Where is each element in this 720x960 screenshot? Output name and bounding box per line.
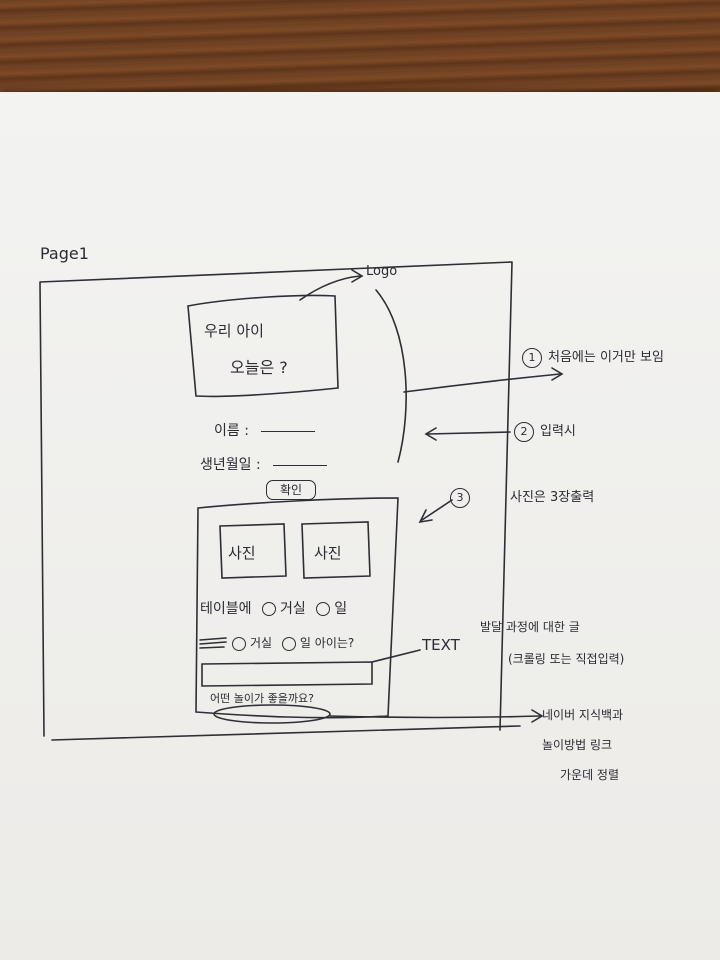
name-row: 이름 : <box>214 420 316 440</box>
name-label: 이름 : <box>214 423 249 439</box>
note-3-text: 사진은 3장출력 <box>510 490 595 505</box>
note-3-number: 3 <box>450 488 470 508</box>
birth-input[interactable] <box>273 464 328 466</box>
note-2-number: 2 <box>514 422 534 442</box>
note-1-text: 처음에는 이거만 보임 <box>548 350 664 365</box>
note-text-label: TEXT <box>422 636 460 654</box>
note-link-line-2: 놀이방법 링크 <box>542 738 613 752</box>
wooden-desk <box>0 0 720 96</box>
question-1: 테이블에 거실 일 <box>200 598 347 618</box>
submit-button[interactable]: 확인 <box>266 480 316 500</box>
note-text-line-1: 발달 과정에 대한 글 <box>480 620 580 634</box>
play-link[interactable]: 어떤 놀이가 좋을까요? <box>210 692 314 705</box>
note-1: 1 처음에는 이거만 보임 <box>522 346 664 368</box>
question-2-opt2: 일 아이는? <box>299 636 355 650</box>
logo-label: Logo <box>366 264 398 279</box>
logo-line-1: 우리 아이 <box>204 322 264 340</box>
radio-1a[interactable] <box>261 602 276 616</box>
name-input[interactable] <box>261 430 316 432</box>
question-1-opt2: 일 <box>334 601 348 617</box>
radio-2a[interactable] <box>232 636 246 651</box>
note-2-text: 입력시 <box>540 424 576 439</box>
photo-2: 사진 <box>314 544 342 562</box>
text-output-field <box>204 665 370 684</box>
birth-label: 생년월일 : <box>200 457 261 473</box>
note-2: 2 입력시 <box>514 420 576 442</box>
radio-2b[interactable] <box>281 636 296 651</box>
note-1-number: 1 <box>522 348 542 368</box>
question-1-opt1: 거실 <box>279 601 306 617</box>
question-2: 거실 일 아이는? <box>226 634 354 651</box>
page-label: Page1 <box>40 244 89 263</box>
note-link-line-1: 네이버 지식백과 <box>542 708 624 722</box>
photo-1: 사진 <box>228 544 256 562</box>
paper-sheet <box>0 92 720 960</box>
birth-row: 생년월일 : <box>200 454 328 474</box>
note-3: 3 사진은 3장출력 <box>450 486 594 508</box>
question-2-opt1: 거실 <box>250 636 273 650</box>
question-1-prefix: 테이블에 <box>200 601 252 617</box>
note-text-line-2: (크롤링 또는 직접입력) <box>508 652 625 666</box>
note-link-line-3: 가운데 정렬 <box>560 768 620 782</box>
logo-box: 우리 아이 오늘은 ? <box>196 310 336 394</box>
logo-line-2: 오늘은 ? <box>230 358 288 377</box>
radio-1b[interactable] <box>316 602 331 616</box>
